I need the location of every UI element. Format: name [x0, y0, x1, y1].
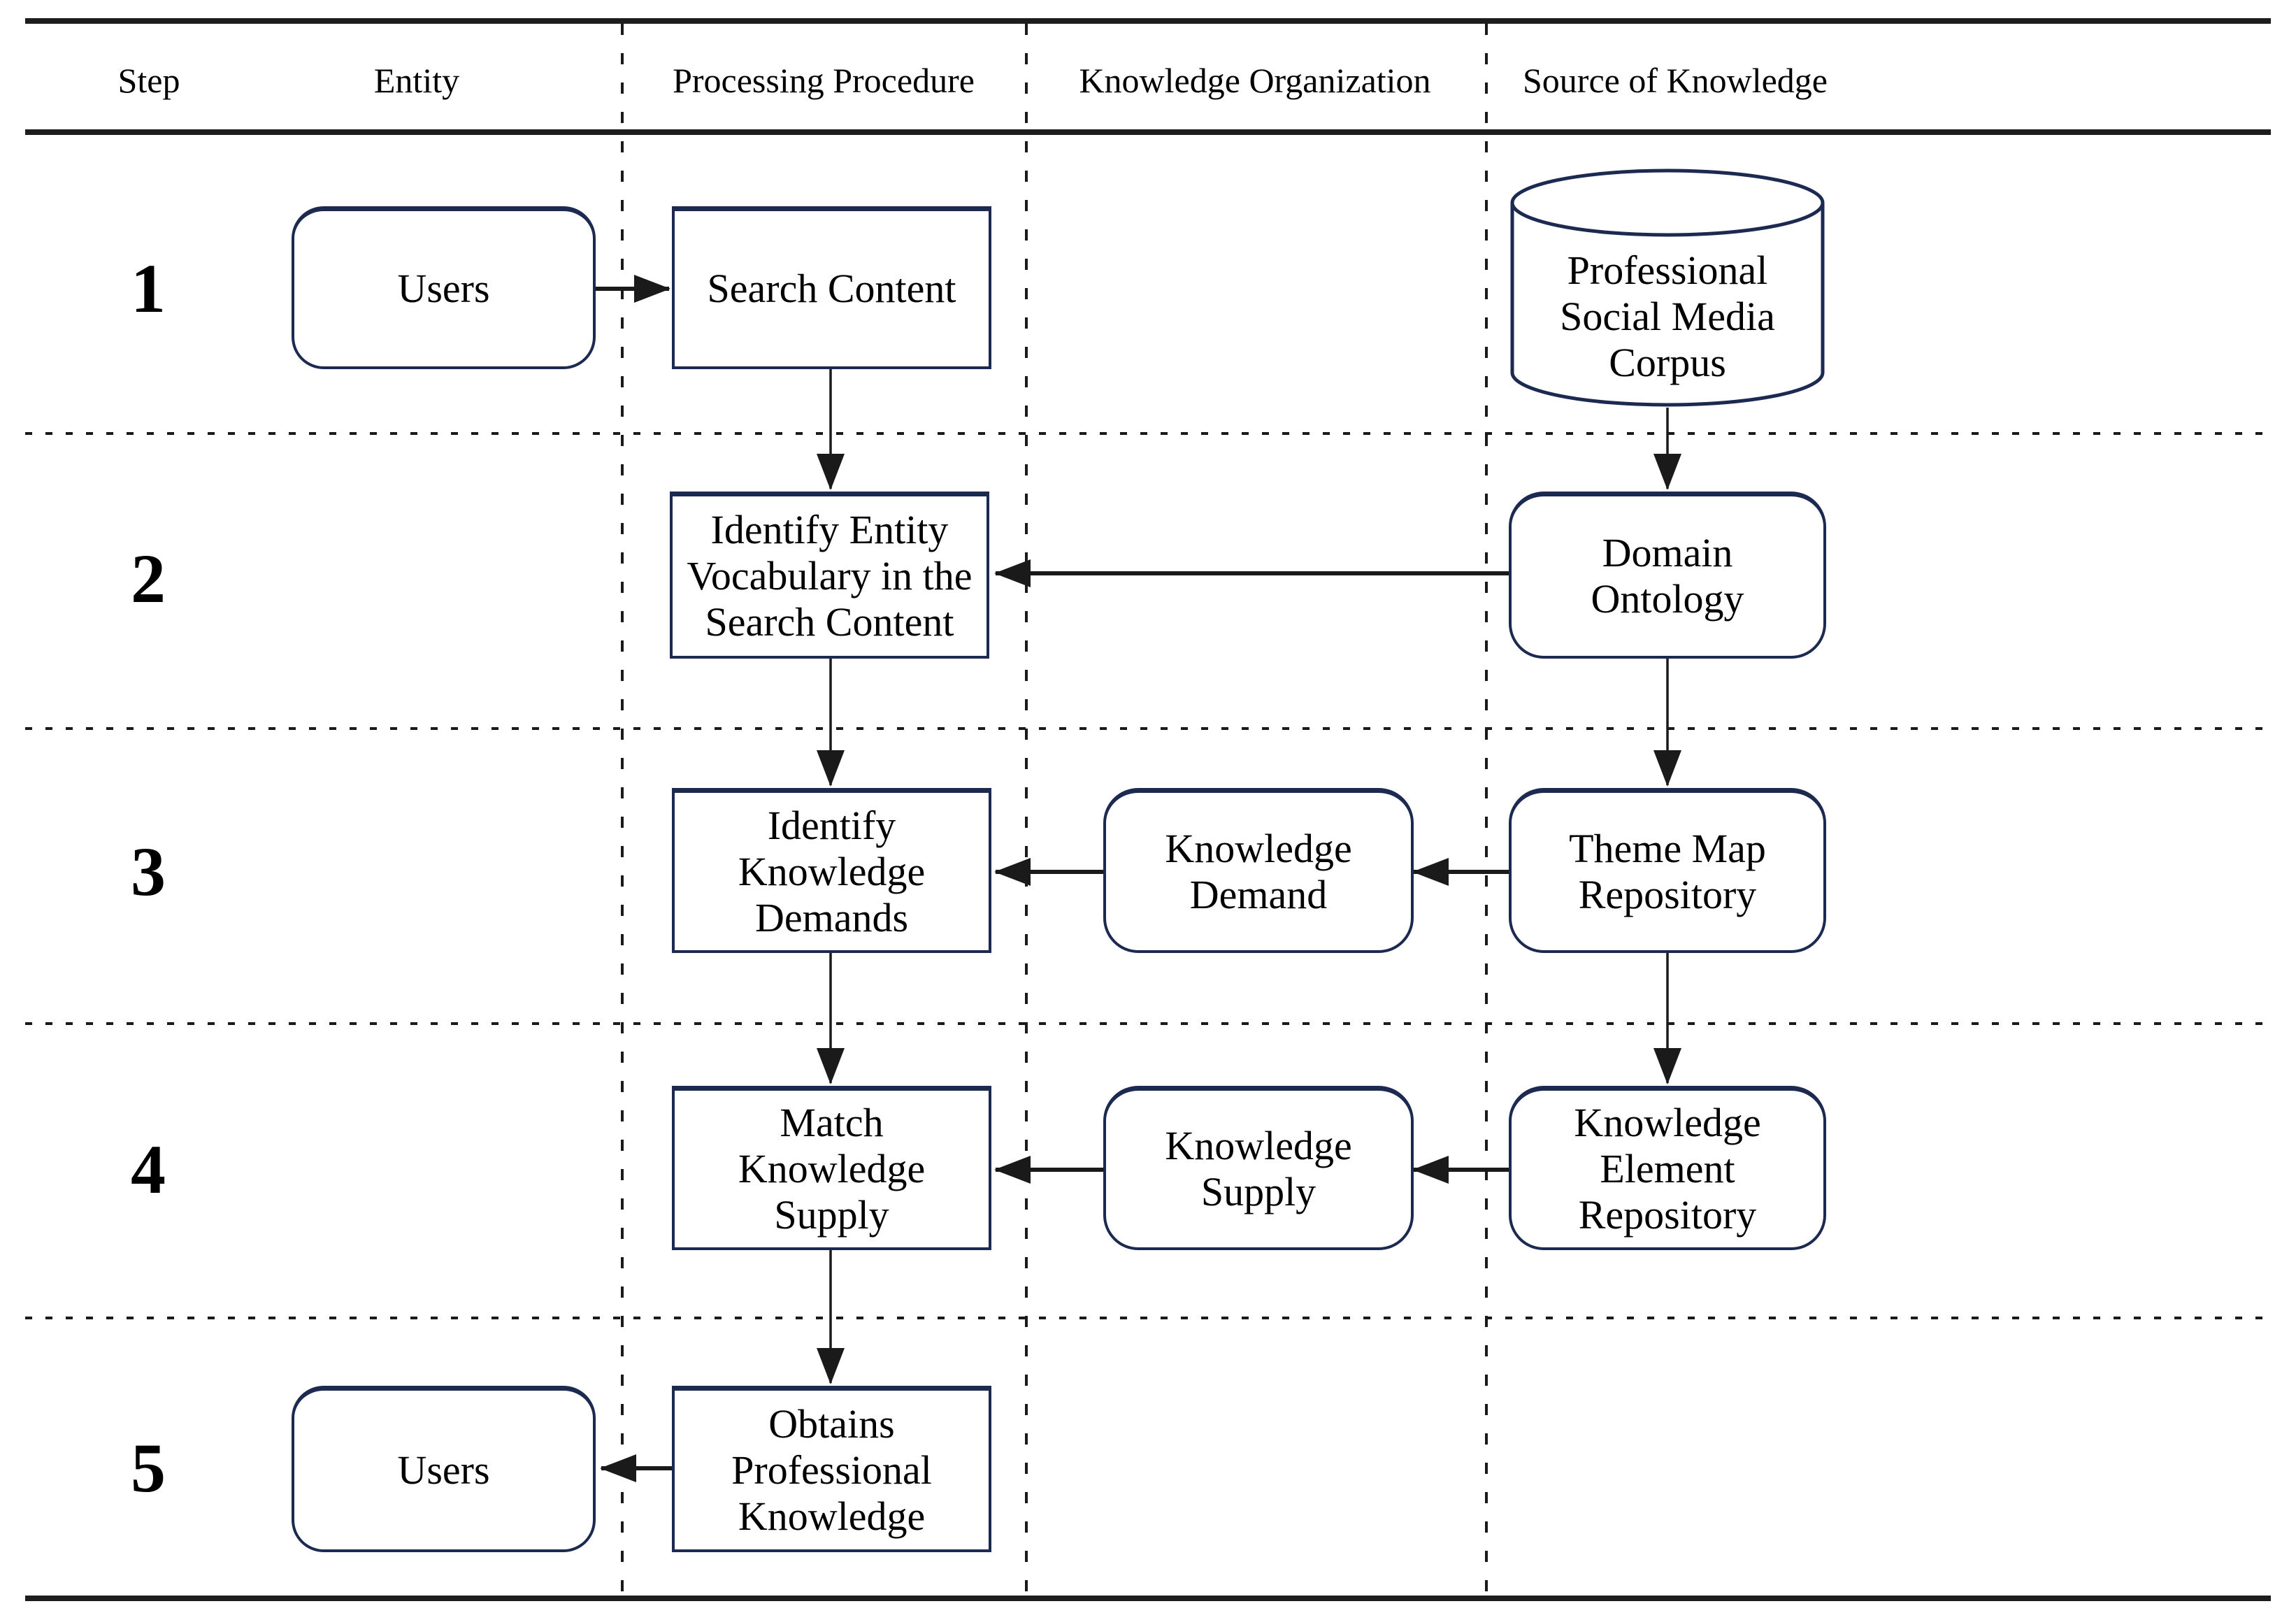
node-identify-knowledge-demands: Identify Knowledge Demands	[672, 788, 991, 953]
row-separator-1-2	[25, 432, 2271, 435]
node-domain-ontology: Domain Ontology	[1509, 492, 1826, 659]
column-header-processing: Processing Procedure	[673, 61, 975, 100]
node-match-knowledge-supply-label: Match Knowledge Supply	[738, 1100, 926, 1238]
row-separator-4-5	[25, 1317, 2271, 1319]
top-rule	[25, 18, 2271, 24]
node-professional-social-media-corpus-label: Professional Social Media Corpus	[1560, 247, 1775, 385]
step-number-3: 3	[131, 833, 166, 910]
lane-separator-organization-source	[1485, 24, 1488, 1598]
column-header-entity: Entity	[373, 61, 460, 100]
node-search-content-label: Search Content	[707, 266, 956, 311]
node-obtains-professional-knowledge-label: Obtains Professional Knowledge	[731, 1400, 932, 1539]
column-header-organization: Knowledge Organization	[1079, 61, 1431, 100]
node-knowledge-element-repository-label: Knowledge Element Repository	[1574, 1100, 1761, 1238]
step-number-4: 4	[131, 1131, 166, 1208]
node-knowledge-supply-label: Knowledge Supply	[1165, 1123, 1352, 1214]
node-theme-map-repository-label: Theme Map Repository	[1569, 825, 1766, 917]
node-users-step5: Users	[292, 1386, 596, 1552]
lane-separator-processing-organization	[1025, 24, 1028, 1598]
node-identify-knowledge-demands-label: Identify Knowledge Demands	[738, 802, 926, 940]
bottom-rule	[25, 1596, 2271, 1601]
row-separator-2-3	[25, 727, 2271, 730]
node-users-step1: Users	[292, 206, 596, 369]
node-knowledge-demand: Knowledge Demand	[1103, 788, 1414, 953]
step-number-5: 5	[131, 1429, 166, 1507]
lane-separator-entity-processing	[621, 24, 624, 1598]
column-header-step: Step	[117, 61, 180, 100]
header-bottom-rule	[25, 129, 2271, 135]
node-users-step5-label: Users	[397, 1447, 490, 1493]
node-identify-entity-vocabulary-label: Identify Entity Vocabulary in the Search…	[687, 507, 973, 645]
node-theme-map-repository: Theme Map Repository	[1509, 788, 1826, 953]
column-header-source: Source of Knowledge	[1523, 61, 1828, 100]
node-knowledge-demand-label: Knowledge Demand	[1165, 825, 1352, 917]
node-knowledge-supply: Knowledge Supply	[1103, 1086, 1414, 1250]
step-number-2: 2	[131, 540, 166, 617]
node-match-knowledge-supply: Match Knowledge Supply	[672, 1086, 991, 1250]
node-identify-entity-vocabulary: Identify Entity Vocabulary in the Search…	[670, 492, 989, 659]
row-separator-3-4	[25, 1022, 2271, 1025]
node-domain-ontology-label: Domain Ontology	[1591, 530, 1744, 622]
step-number-1: 1	[131, 250, 166, 327]
node-obtains-professional-knowledge: Obtains Professional Knowledge	[672, 1386, 991, 1552]
node-search-content: Search Content	[672, 206, 991, 369]
node-knowledge-element-repository: Knowledge Element Repository	[1509, 1086, 1826, 1250]
database-cylinder-icon	[1510, 169, 1825, 407]
node-users-step1-label: Users	[397, 266, 490, 311]
node-professional-social-media-corpus: Professional Social Media Corpus	[1509, 168, 1826, 408]
